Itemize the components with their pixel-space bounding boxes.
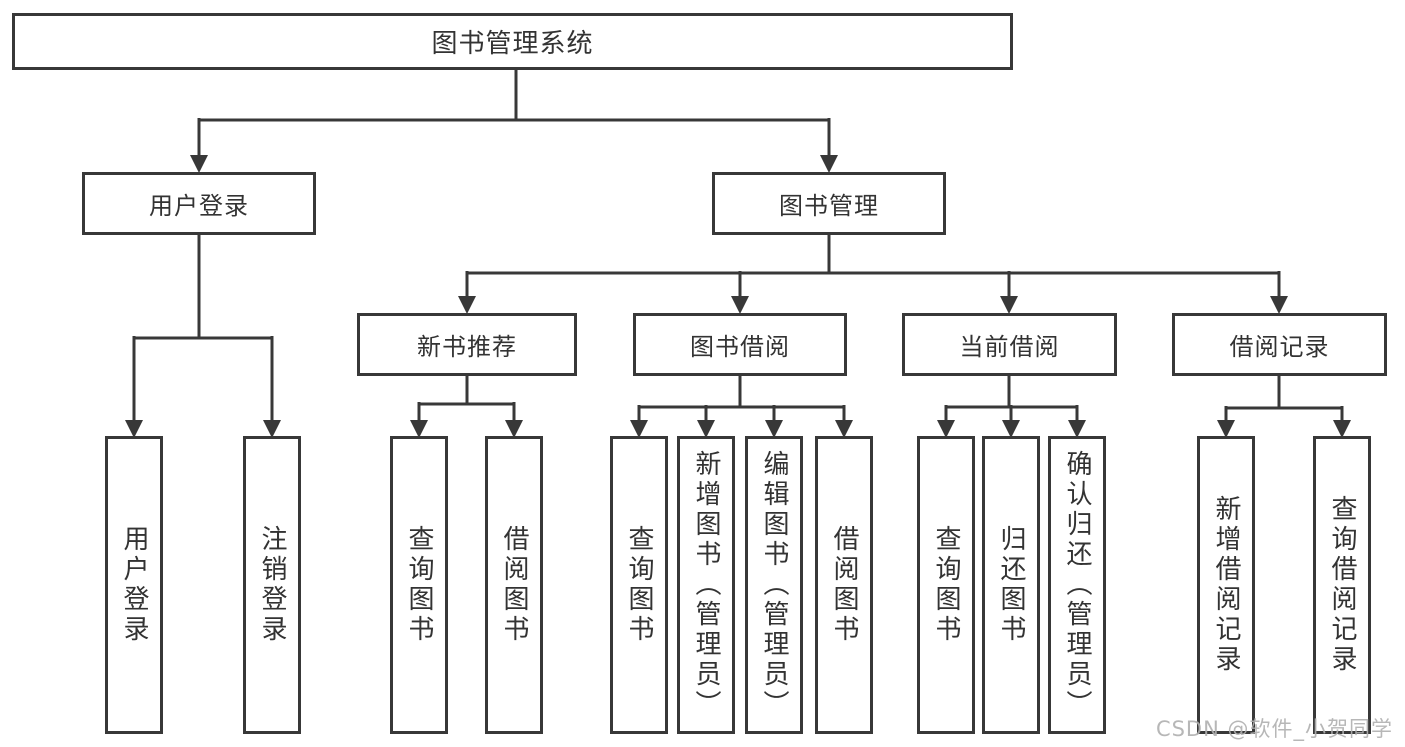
leaf-query-borrow-record: 查询借阅记录 xyxy=(1313,436,1371,734)
leaf-edit-books-admin: 编辑图书（管理员） xyxy=(745,436,803,734)
connector-borrow-records-children xyxy=(1217,376,1351,438)
leaf-borrow-books-recommend: 借阅图书 xyxy=(485,436,543,734)
leaf-add-borrow-record: 新增借阅记录 xyxy=(1197,436,1255,734)
leaf-add-books-admin: 新增图书（管理员） xyxy=(677,436,735,734)
leaf-query-books-borrow-label: 查询图书 xyxy=(624,525,654,645)
node-book-borrowing-label: 图书借阅 xyxy=(690,333,790,361)
node-current-borrowing: 当前借阅 xyxy=(902,313,1117,376)
leaf-return-books-label: 归还图书 xyxy=(996,525,1026,645)
node-new-book-recommend: 新书推荐 xyxy=(357,313,577,376)
node-book-management: 图书管理 xyxy=(712,172,946,235)
node-borrowing-records: 借阅记录 xyxy=(1172,313,1387,376)
leaf-logout: 注销登录 xyxy=(243,436,301,734)
leaf-borrow-books: 借阅图书 xyxy=(815,436,873,734)
leaf-query-books-recommend: 查询图书 xyxy=(390,436,448,734)
connector-user-login-children xyxy=(125,235,281,438)
node-book-management-label: 图书管理 xyxy=(779,192,879,220)
node-new-book-recommend-label: 新书推荐 xyxy=(417,333,517,361)
leaf-confirm-return-admin-label: 确认归还（管理员） xyxy=(1062,450,1092,720)
leaf-confirm-return-admin: 确认归还（管理员） xyxy=(1048,436,1106,734)
leaf-logout-label: 注销登录 xyxy=(257,525,287,645)
leaf-borrow-books-label: 借阅图书 xyxy=(829,525,859,645)
leaf-query-books-current: 查询图书 xyxy=(917,436,975,734)
leaf-add-borrow-record-label: 新增借阅记录 xyxy=(1211,495,1241,675)
connector-book-mgmt-to-level3 xyxy=(458,235,1288,314)
leaf-user-login: 用户登录 xyxy=(105,436,163,734)
leaf-query-borrow-record-label: 查询借阅记录 xyxy=(1327,495,1357,675)
leaf-query-books-borrow: 查询图书 xyxy=(610,436,668,734)
connector-new-book-children xyxy=(410,376,523,438)
connector-root-to-level2 xyxy=(190,68,838,173)
leaf-add-books-admin-label: 新增图书（管理员） xyxy=(691,450,721,720)
leaf-user-login-label: 用户登录 xyxy=(119,525,149,645)
node-book-borrowing: 图书借阅 xyxy=(633,313,847,376)
node-root-system: 图书管理系统 xyxy=(12,13,1013,70)
leaf-edit-books-admin-label: 编辑图书（管理员） xyxy=(759,450,789,720)
leaf-borrow-books-recommend-label: 借阅图书 xyxy=(499,525,529,645)
connector-book-borrow-children xyxy=(630,376,853,438)
node-user-login-label: 用户登录 xyxy=(149,192,249,220)
node-borrowing-records-label: 借阅记录 xyxy=(1229,333,1330,361)
leaf-return-books: 归还图书 xyxy=(982,436,1040,734)
node-user-login: 用户登录 xyxy=(82,172,316,235)
node-root-system-label: 图书管理系统 xyxy=(431,29,594,59)
leaf-query-books-current-label: 查询图书 xyxy=(931,525,961,645)
csdn-watermark: CSDN @软件_小贺同学 xyxy=(1155,717,1393,741)
node-current-borrowing-label: 当前借阅 xyxy=(959,333,1060,361)
leaf-query-books-recommend-label: 查询图书 xyxy=(404,525,434,645)
connector-current-borrow-children xyxy=(937,376,1086,438)
